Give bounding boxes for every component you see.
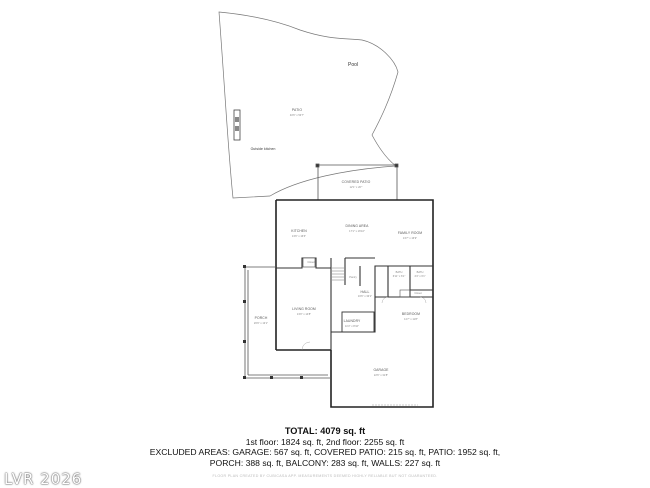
excluded-areas-line-2: PORCH: 388 sq. ft, BALCONY: 283 sq. ft, … — [209, 457, 441, 468]
covered-patio-posts — [315, 163, 399, 200]
room-label-outside-kitchen: Outside kitchen — [251, 147, 276, 151]
room-label-family-room: FAMILY ROOM — [398, 231, 422, 235]
room-label-garage: GARAGE — [373, 368, 389, 372]
room-label-hall: HALL — [361, 290, 370, 294]
patio-outline — [218, 11, 399, 199]
room-dims-hall: 16'6" x 33'1" — [358, 294, 372, 298]
room-dims-covered-patio: 12'1" x 20'" — [350, 185, 363, 189]
total-area: TOTAL: 4079 sq. ft — [284, 426, 366, 436]
floor-areas: 1st floor: 1824 sq. ft, 2nd floor: 2255 … — [245, 436, 405, 447]
porch-posts — [243, 265, 303, 379]
room-dims-garage: 22'6" x 31'8" — [374, 373, 388, 377]
laundry-box — [341, 311, 375, 333]
room-label-laundry: LAUNDRY — [344, 319, 361, 323]
room-label-closet: Closet — [307, 260, 315, 264]
door-swings — [301, 296, 427, 351]
area-summary: TOTAL: 4079 sq. ft 1st floor: 1824 sq. f… — [0, 426, 650, 468]
room-dims-bedroom: 11'7" x 11'8" — [404, 317, 418, 321]
room-label-dining-area: DINING AREA — [346, 224, 370, 228]
room-dims-dining-area: 17'1" x 16'10" — [349, 229, 365, 233]
room-dims-bath-2: 4'4" x 6'1" — [414, 274, 425, 278]
room-dims-living-room: 13'0" x 14'8" — [297, 312, 311, 316]
room-label-bath-1: BATH — [396, 270, 403, 274]
closet-box — [399, 289, 411, 298]
room-label-kitchen: KITCHEN — [291, 229, 307, 233]
stairs — [332, 267, 344, 281]
room-label-porch: PORCH — [255, 316, 268, 320]
fridge — [302, 257, 316, 268]
disclaimer: FLOOR PLAN CREATED BY CUBICASA APP. MEAS… — [212, 474, 438, 478]
room-label-living-room: LIVING ROOM — [292, 307, 316, 311]
room-label-pantry: Pantry — [349, 275, 357, 279]
room-dims-laundry: 11'3" x 8'10" — [345, 324, 359, 328]
room-dims-porch: 26'9" x 13'1" — [254, 321, 268, 325]
room-label-bath-2: BATH — [417, 270, 424, 274]
room-label-pool: Pool — [348, 62, 358, 68]
room-label-bedroom: BEDROOM — [402, 312, 420, 316]
room-label-patio: PATIO — [292, 108, 302, 112]
excluded-areas-line-1: EXCLUDED AREAS: GARAGE: 567 sq. ft, COVE… — [149, 447, 501, 457]
room-dims-patio: 40'6" x 53'7" — [290, 113, 304, 117]
room-dims-kitchen: 13'6" x 16'6" — [292, 234, 306, 238]
room-dims-bath-1: 6'11" x 6'1" — [393, 274, 406, 278]
room-label-covered-patio: COVERED PATIO — [342, 180, 371, 184]
watermark: LVR 2026 — [4, 470, 83, 488]
outside-kitchen-counter — [233, 109, 241, 141]
house-walls — [275, 199, 434, 408]
room-dims-family-room: 13'7" x 16'9" — [403, 236, 417, 240]
interior-walls — [276, 257, 433, 350]
room-label-closet-2: Closet — [414, 291, 422, 295]
